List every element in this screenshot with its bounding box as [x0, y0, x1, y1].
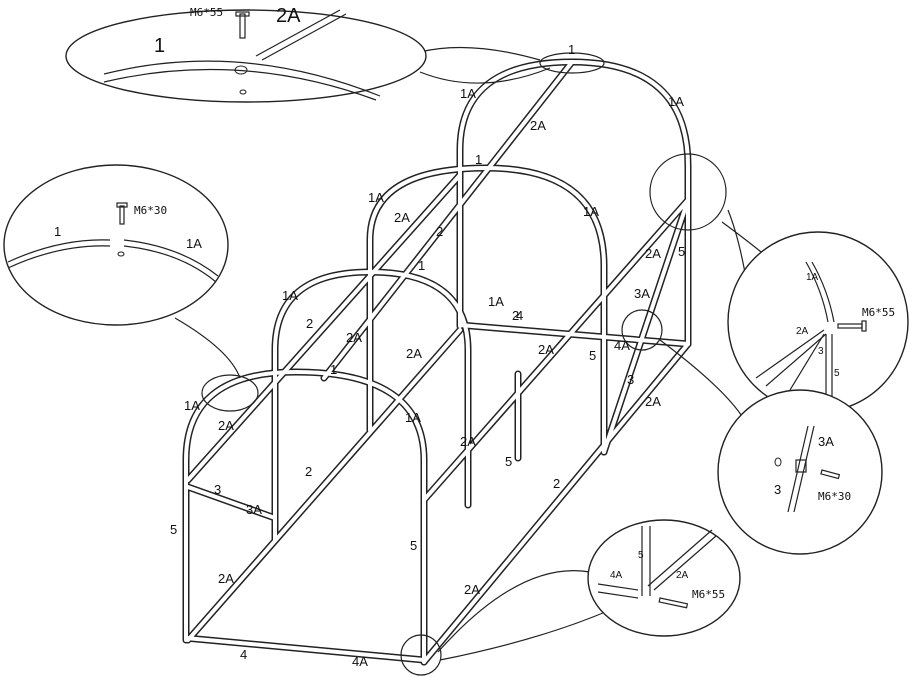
label-right-low-a: 2A — [464, 582, 480, 597]
label-front-brace-b: 3A — [246, 502, 262, 517]
callout-right-part-arch: 1A — [806, 272, 819, 283]
highlight-right-joint — [649, 153, 727, 231]
label-base-front-a: 4 — [240, 647, 247, 662]
label-arch4-right: 1A — [668, 94, 684, 109]
label-ridge-back2: 2A — [394, 210, 410, 225]
label-front-right-post: 5 — [410, 538, 417, 553]
callout-base-part-post: 5 — [638, 550, 644, 561]
callout-brace-bolt: M6*30 — [818, 490, 851, 503]
callout-right: 1A 2A 5 3 M6*55 — [727, 231, 909, 413]
callout-top-part-tube: 2A — [276, 5, 301, 27]
label-left-upper-b: 2 — [306, 316, 313, 331]
label-arch2-top: 1 — [418, 258, 425, 273]
callout-left-part-right: 1A — [186, 236, 202, 251]
label-right-upper-c: 2A — [645, 246, 661, 261]
callout-base-bolt: M6*55 — [692, 588, 725, 601]
label-arch2-right: 1A — [488, 294, 504, 309]
label-ridge-mid: 2 — [436, 224, 443, 239]
label-left-low-a: 2A — [218, 571, 234, 586]
callout-base-part-base: 4A — [610, 570, 623, 581]
label-ridge-front: 2A — [346, 330, 362, 345]
label-front-arch-top: 1 — [330, 362, 337, 377]
label-arch4-left: 1A — [460, 86, 476, 101]
callout-brace-part-bottom: 3 — [774, 482, 781, 497]
callout-brace: 3A 3 M6*30 — [717, 389, 883, 555]
callout-top-bolt: M6*55 — [190, 6, 223, 19]
label-base-back-b: 4A — [614, 338, 630, 353]
callout-right-part-brace: 3 — [818, 346, 824, 357]
label-right-low-b: 2 — [553, 476, 560, 491]
label-right-low-c: 2A — [645, 394, 661, 409]
label-arch2-left: 1A — [282, 288, 298, 303]
callout-left-bolt: M6*30 — [134, 204, 167, 217]
label-back-brace-b: 3A — [634, 286, 650, 301]
label-arch3-top: 1 — [475, 152, 482, 167]
label-left-upper-c: 2A — [406, 346, 422, 361]
greenhouse-frame — [182, 52, 727, 676]
callout-top: M6*55 2A 1 — [65, 5, 427, 103]
label-right-upper-b: 2 — [512, 308, 519, 323]
highlight-left-joint — [201, 374, 259, 412]
label-arch3-left: 1A — [368, 190, 384, 205]
label-front-arch-left: 1A — [184, 398, 200, 413]
label-left-upper-a: 2A — [218, 418, 234, 433]
label-ridge-back: 2A — [530, 118, 546, 133]
highlight-brace-joint — [621, 309, 663, 351]
label-left-low-b: 2 — [305, 464, 312, 479]
label-base-back-a: 4 — [516, 308, 523, 323]
callout-left: M6*30 1 1A — [3, 164, 229, 326]
label-left-low-c: 2A — [460, 434, 476, 449]
label-mid-right-post: 5 — [505, 454, 512, 469]
callout-left-part-left: 1 — [54, 224, 61, 239]
highlight-top-joint — [539, 52, 605, 74]
callout-right-part-ridge: 2A — [796, 326, 809, 337]
label-back-corner-post: 5 — [678, 244, 685, 259]
label-front-brace: 3 — [214, 482, 221, 497]
callout-base: 5 4A 2A M6*55 — [587, 519, 741, 637]
label-back-brace: 3 — [627, 372, 634, 387]
label-front-arch-right: 1A — [405, 410, 421, 425]
highlight-base-joint — [400, 634, 442, 676]
label-back-right-post: 5 — [589, 348, 596, 363]
callout-base-part-ridge: 2A — [676, 570, 689, 581]
callout-brace-part-top: 3A — [818, 434, 834, 449]
label-arch4-top: 1 — [568, 42, 575, 57]
label-arch3-right: 1A — [583, 204, 599, 219]
callout-top-part-arch: 1 — [154, 35, 165, 57]
frame-labels: 1 1A 1A 1 1A 1A 1 1A 1A 1 1A 1A 2A 2 2A … — [170, 42, 685, 669]
callout-right-bolt: M6*55 — [862, 306, 895, 319]
label-front-left-post: 5 — [170, 522, 177, 537]
label-base-front-b: 4A — [352, 654, 368, 669]
callout-right-part-post: 5 — [834, 368, 840, 379]
label-right-upper-a: 2A — [538, 342, 554, 357]
